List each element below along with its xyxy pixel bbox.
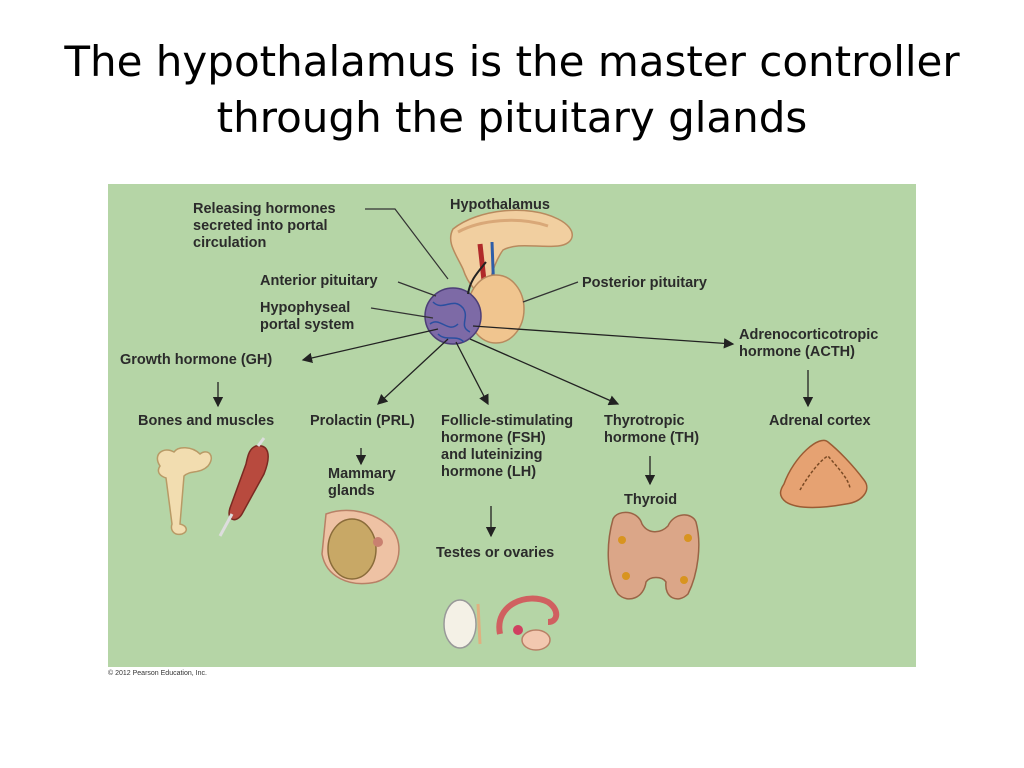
testes-ovaries-label: Testes or ovaries [436,545,555,561]
muscle-illustration [218,437,269,537]
prolactin-label: Prolactin (PRL) [310,413,415,429]
slide-title: The hypothalamus is the master controlle… [64,37,960,142]
adrenal-cortex-label: Adrenal cortex [769,413,871,429]
mammary-gland-illustration [321,509,400,585]
posterior-pituitary-label: Posterior pituitary [582,275,707,291]
testes-ovaries-illustration [443,595,560,651]
thyroid-label: Thyroid [624,492,678,508]
leader-lines [365,208,579,319]
adrenal-cortex-illustration [779,439,868,509]
copyright-notice: © 2012 Pearson Education, Inc. [108,670,207,677]
bones-muscles-label: Bones and muscles [138,413,275,429]
thyroid-illustration [607,511,700,600]
hypophyseal-portal-label: Hypophyseal portal system [260,300,355,333]
fsh-lh-label: Follicle-stimulating hormone (FSH) and l… [441,413,574,480]
hormone-arrows [212,325,814,538]
anterior-pituitary-label: Anterior pituitary [260,273,378,289]
figure-drawing [156,208,868,651]
releasing-hormones-label: Releasing hormones secreted into portal … [193,201,336,251]
growth-hormone-label: Growth hormone (GH) [120,352,273,368]
acth-label: Adrenocorticotropic hormone (ACTH) [739,327,879,360]
bone-illustration [156,447,212,536]
hypothalamus-label: Hypothalamus [450,197,550,213]
mammary-glands-label: Mammary glands [328,466,396,499]
hypothalamus-pituitary-figure: Releasing hormones secreted into portal … [108,184,916,667]
anterior-pituitary-illustration [424,261,487,345]
thyrotropic-hormone-label: Thyrotropic hormone (TH) [604,413,700,446]
